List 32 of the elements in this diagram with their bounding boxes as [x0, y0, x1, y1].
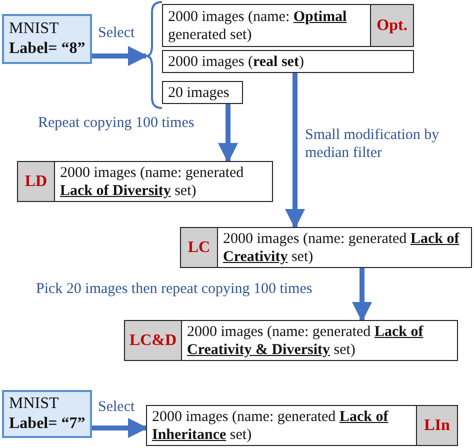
set-description: 2000 images (name: Optimal generated set)	[167, 8, 348, 44]
dataset-box	[146, 405, 458, 446]
set-tag: LC&D	[125, 321, 182, 360]
source-label: MNIST	[9, 394, 60, 414]
arrow	[92, 418, 148, 438]
set-tag: Opt.	[370, 5, 413, 46]
source-label: Label= “8”	[9, 39, 85, 59]
dataset-box	[162, 81, 243, 104]
set-description: 2000 images (name: generated Lack of Inheritance set)	[151, 408, 390, 444]
dataset-box	[180, 227, 472, 268]
arrow	[352, 268, 372, 322]
arrow	[285, 73, 305, 229]
dataset-box	[162, 50, 414, 73]
set-tag: LIn	[416, 406, 457, 445]
dataset-box	[162, 4, 414, 47]
arrow	[92, 46, 148, 66]
set-tag: LC	[181, 228, 218, 267]
arrow	[218, 104, 238, 163]
set-description: 2000 images (name: generated Lack of Diversity set)	[59, 164, 245, 200]
set-tag: LD	[18, 162, 55, 201]
set-description: 2000 images (name: generated Lack of Creativity set)	[222, 230, 460, 266]
source-label: Label= “7”	[9, 414, 85, 434]
source-box	[2, 390, 92, 438]
edge-label: Pick 20 images then repeat copying 100 times	[36, 280, 312, 298]
source-label: MNIST	[9, 19, 60, 39]
set-description: 2000 images (real set)	[167, 52, 305, 72]
dataset-box	[124, 320, 458, 361]
dataset-box	[17, 161, 273, 202]
source-box	[2, 14, 92, 64]
set-description: 20 images	[167, 84, 230, 102]
set-description: 2000 images (name: generated Lack of Creativity & Diversity set)	[186, 322, 424, 360]
edge-label: Repeat copying 100 times	[38, 114, 194, 132]
